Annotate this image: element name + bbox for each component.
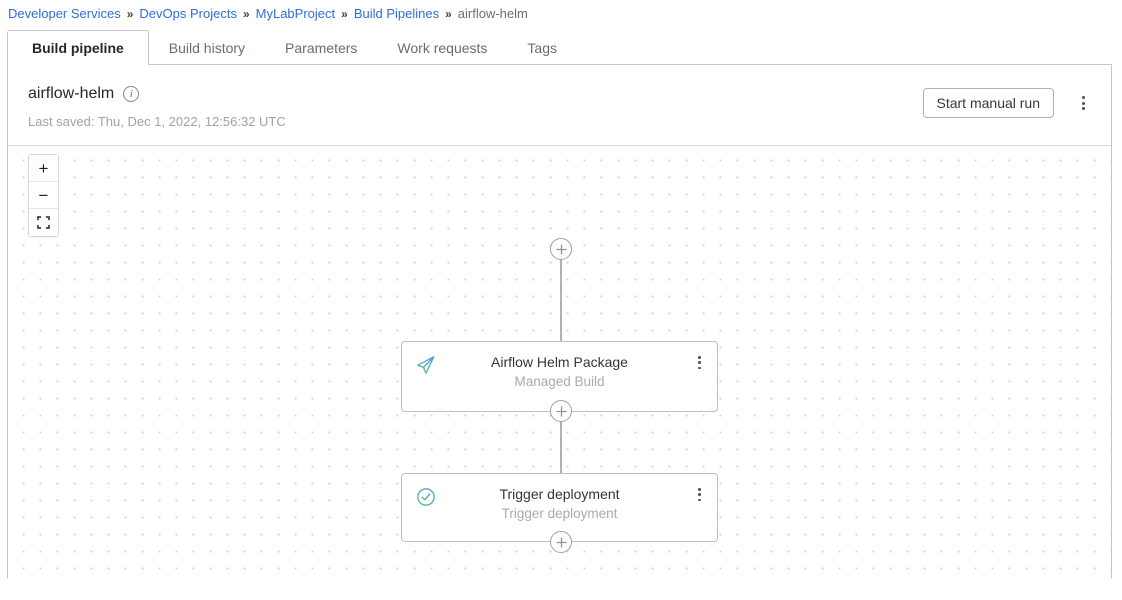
- start-manual-run-button[interactable]: Start manual run: [922, 88, 1054, 118]
- tab-build-pipeline[interactable]: Build pipeline: [7, 30, 149, 65]
- info-icon[interactable]: i: [123, 86, 140, 102]
- more-actions-kebab-icon[interactable]: [1074, 90, 1093, 116]
- canvas-zoom-controls: + −: [28, 154, 59, 237]
- add-stage-button[interactable]: [550, 531, 572, 553]
- zoom-out-button[interactable]: −: [29, 182, 58, 209]
- plus-icon: [555, 536, 567, 548]
- fit-to-screen-icon: [37, 216, 50, 229]
- pipeline-node-trigger-deployment[interactable]: Trigger deployment Trigger deployment: [401, 473, 718, 542]
- pipeline-header: airflow-helm i Last saved: Thu, Dec 1, 2…: [8, 65, 1111, 146]
- node-title: Trigger deployment: [499, 486, 620, 502]
- breadcrumb: Developer Services » DevOps Projects » M…: [8, 6, 528, 21]
- breadcrumb-link-developer-services[interactable]: Developer Services: [8, 6, 121, 21]
- tab-build-history[interactable]: Build history: [168, 39, 246, 56]
- node-subtitle: Managed Build: [514, 374, 605, 389]
- fit-to-screen-button[interactable]: [29, 209, 58, 236]
- breadcrumb-current-airflow-helm: airflow-helm: [457, 6, 528, 21]
- last-saved-text: Last saved: Thu, Dec 1, 2022, 12:56:32 U…: [28, 114, 286, 129]
- connector-line: [560, 411, 562, 473]
- breadcrumb-link-devops-projects[interactable]: DevOps Projects: [139, 6, 237, 21]
- node-kebab-icon[interactable]: [690, 482, 709, 507]
- add-stage-button[interactable]: [550, 400, 572, 422]
- tab-work-requests[interactable]: Work requests: [397, 39, 488, 56]
- check-circle-icon: [417, 488, 435, 506]
- plus-icon: [555, 405, 567, 417]
- node-kebab-icon[interactable]: [690, 350, 709, 375]
- breadcrumb-separator: »: [341, 6, 348, 21]
- pipeline-canvas[interactable]: + −: [8, 147, 1111, 578]
- breadcrumb-separator: »: [126, 6, 134, 21]
- tab-tags[interactable]: Tags: [527, 39, 557, 56]
- page-title: airflow-helm: [28, 85, 115, 102]
- add-stage-button[interactable]: [550, 238, 572, 260]
- connector-line: [560, 249, 562, 341]
- zoom-in-button[interactable]: +: [29, 155, 58, 182]
- build-pipeline-panel: airflow-helm i Last saved: Thu, Dec 1, 2…: [7, 64, 1112, 578]
- node-title: Airflow Helm Package: [491, 354, 628, 370]
- node-subtitle: Trigger deployment: [501, 506, 618, 521]
- breadcrumb-link-build-pipelines[interactable]: Build Pipelines: [353, 6, 440, 21]
- breadcrumb-separator: »: [445, 6, 452, 21]
- tab-bar: Build pipeline Build history Parameters …: [7, 30, 577, 65]
- breadcrumb-link-mylabproject[interactable]: MyLabProject: [255, 6, 336, 21]
- tab-parameters[interactable]: Parameters: [285, 39, 358, 56]
- breadcrumb-separator: »: [242, 6, 250, 21]
- paper-plane-icon: [417, 356, 435, 374]
- plus-icon: [555, 243, 567, 255]
